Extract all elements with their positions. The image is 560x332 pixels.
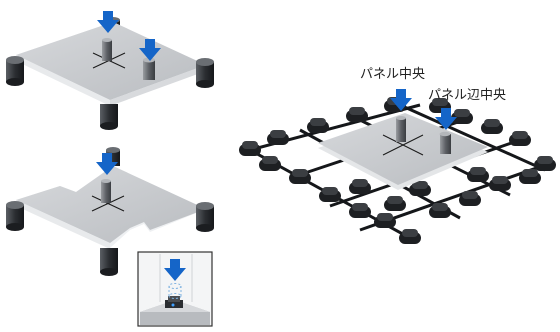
- support-post-icon: [196, 202, 214, 232]
- support-post-icon: [196, 58, 214, 88]
- center-pin-icon: [439, 131, 451, 154]
- panel-top: [318, 113, 488, 185]
- diagram-panel-bottom: [6, 147, 214, 276]
- support-post-icon: [100, 104, 118, 130]
- detail-inset: [137, 251, 213, 327]
- support-post-icon: [6, 56, 24, 86]
- support-post-icon: [6, 201, 24, 231]
- center-pin-icon: [102, 38, 112, 61]
- panel-center-label: パネル中央: [360, 67, 426, 82]
- center-pin-icon: [143, 57, 155, 80]
- panel-edge-center-label: パネル辺中央: [428, 88, 507, 103]
- diagram-panel-top: [6, 11, 214, 130]
- center-pin-icon: [101, 179, 111, 203]
- support-post-icon: [100, 248, 118, 276]
- center-pin-icon: [396, 116, 406, 142]
- pedestal-grid: [239, 89, 556, 244]
